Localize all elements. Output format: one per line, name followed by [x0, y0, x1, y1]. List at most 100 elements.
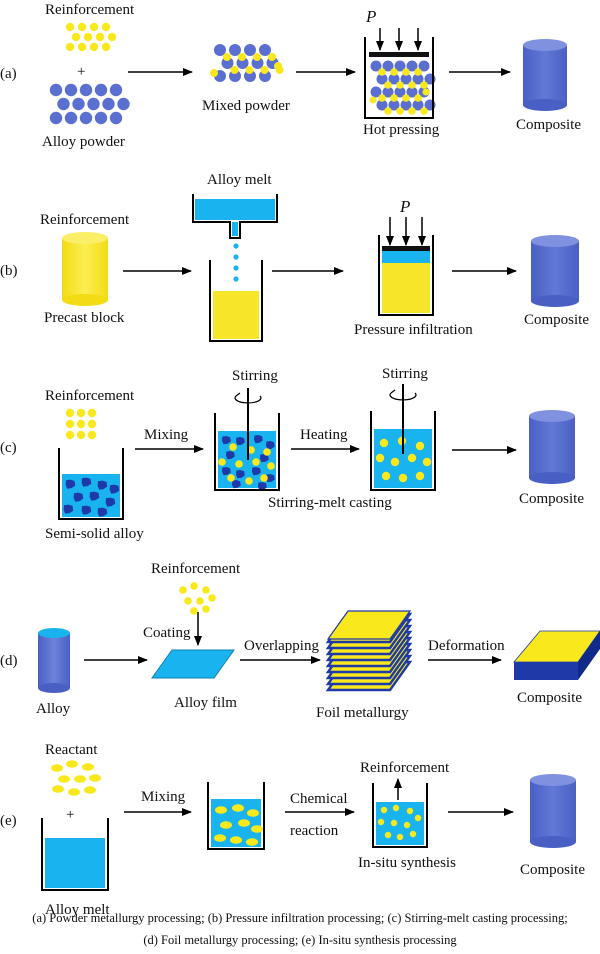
foil-layer-top [326, 610, 412, 640]
alloy-particle [370, 86, 382, 98]
reinforcement-particle [409, 830, 417, 838]
reinforcement-particle [101, 22, 111, 32]
row-b-tag: (b) [0, 263, 18, 279]
cylinder-body [530, 780, 576, 842]
reinforcement-particle [377, 818, 385, 826]
alloy-grain [226, 451, 235, 460]
reinforcement-particle [87, 408, 97, 418]
reinforcement-particle [268, 53, 276, 61]
reinforcement-particle [260, 474, 268, 482]
alloy-grain [232, 480, 241, 489]
chemical-label: Chemical [290, 791, 347, 807]
cylinder-top [529, 410, 575, 422]
reactant-particle [52, 785, 64, 793]
reinforcement-particle [247, 446, 255, 454]
alloy-grain [266, 474, 275, 483]
reinforcement-particle [398, 473, 408, 483]
melt-drop [233, 265, 239, 271]
alloy-grain [260, 454, 269, 463]
stirring-label: Stirring [382, 366, 428, 382]
row-d-tag: (d) [0, 653, 18, 669]
alloy-particle [406, 86, 418, 98]
composite-cylinder [523, 39, 567, 111]
reinforcement-particles [65, 22, 117, 52]
row-e: (e) Reactant + Alloy melt Mixing Chemica… [0, 742, 585, 918]
reactant-particle [232, 804, 244, 812]
reactant-particle [230, 836, 242, 844]
foil-stack [325, 610, 413, 692]
reinforcement-particle [390, 94, 398, 102]
reinforcement-particle [375, 453, 385, 463]
reactant-particle [89, 774, 101, 782]
alloy-film-label: Alloy film [174, 695, 237, 711]
reinforcement-particle [223, 53, 231, 61]
alloy-grain [97, 507, 108, 517]
caption-line-1: (a) Powder metallurgy processing; (b) Pr… [32, 911, 567, 925]
reinforcement-particle [71, 32, 81, 42]
reactant-particle [214, 834, 226, 842]
row-e-tag: (e) [0, 813, 17, 829]
precast-block-cylinder [62, 232, 108, 306]
alloy-particle [94, 111, 108, 125]
reactant-particle [246, 838, 258, 846]
reinforcement-particle [235, 460, 243, 468]
reinforcement-particle [396, 833, 404, 841]
reinforcement-particle [408, 81, 416, 89]
reinforcement-particle [107, 32, 117, 42]
reinforcement-particle [76, 408, 86, 418]
reinforcement-label: Reinforcement [45, 2, 135, 18]
semi-solid-beaker [58, 448, 124, 520]
composite-cylinder [531, 235, 579, 307]
alloy-particle [259, 44, 271, 56]
caption-line-2: (d) Foil metallurgy processing; (e) In-s… [143, 933, 457, 947]
alloy-label: Alloy [36, 701, 71, 717]
alloy-grain [81, 477, 92, 487]
overlapping-label: Overlapping [244, 638, 319, 654]
alloy-powder-label: Alloy powder [42, 134, 125, 150]
reinforcement-particle [196, 597, 204, 605]
melt-drop [233, 243, 239, 249]
reinforcement-particle [230, 66, 239, 74]
row-c: (c) Reinforcement Semi-solid alloy Mixin… [0, 366, 584, 542]
cylinder-body [523, 45, 567, 105]
reinforcement-particles [179, 582, 216, 615]
composite-label: Composite [519, 491, 584, 507]
precast-block-label: Precast block [44, 310, 125, 326]
reactant-particle [215, 806, 227, 814]
mixed-beaker [207, 782, 265, 850]
reinforcement-particle [260, 66, 269, 74]
reinforcement-particle [245, 477, 253, 485]
pressure-arrows [386, 217, 426, 246]
reactant-label: Reactant [45, 742, 98, 758]
alloy-particle [406, 60, 418, 72]
reinforcement-particle [380, 806, 388, 814]
alloy-particle [394, 60, 406, 72]
composite-cylinder [530, 774, 576, 848]
reinforcement-particle [245, 66, 254, 74]
alloy-particle [214, 44, 226, 56]
cylinder-bottom [531, 295, 579, 307]
composite-label: Composite [517, 690, 582, 706]
reinforcement-particle [83, 32, 93, 42]
alloy-particle [400, 99, 412, 111]
reactant-particle [247, 809, 259, 817]
reinforcement-particle [238, 53, 246, 61]
alloy-grain [266, 441, 275, 450]
reinforcement-particle [420, 107, 428, 115]
reinforcement-particle [384, 107, 392, 115]
alloy-melt-label: Alloy melt [207, 172, 272, 188]
melt-drops [233, 243, 239, 282]
coating-label: Coating [143, 625, 191, 641]
alloy-grain [63, 504, 74, 514]
alloy-melt-beaker [41, 818, 109, 891]
composite-label: Composite [516, 117, 581, 133]
reactant-particle [220, 821, 232, 829]
reinforcement-label: Reinforcement [151, 561, 241, 577]
cylinder-bottom [529, 472, 575, 484]
reactant-particles [51, 760, 101, 796]
alloy-grain [254, 435, 263, 444]
reinforcement-particle [379, 438, 389, 448]
reinforcement-particle [179, 586, 187, 594]
alloy-grain [252, 467, 261, 476]
cylinder-body [531, 241, 579, 301]
